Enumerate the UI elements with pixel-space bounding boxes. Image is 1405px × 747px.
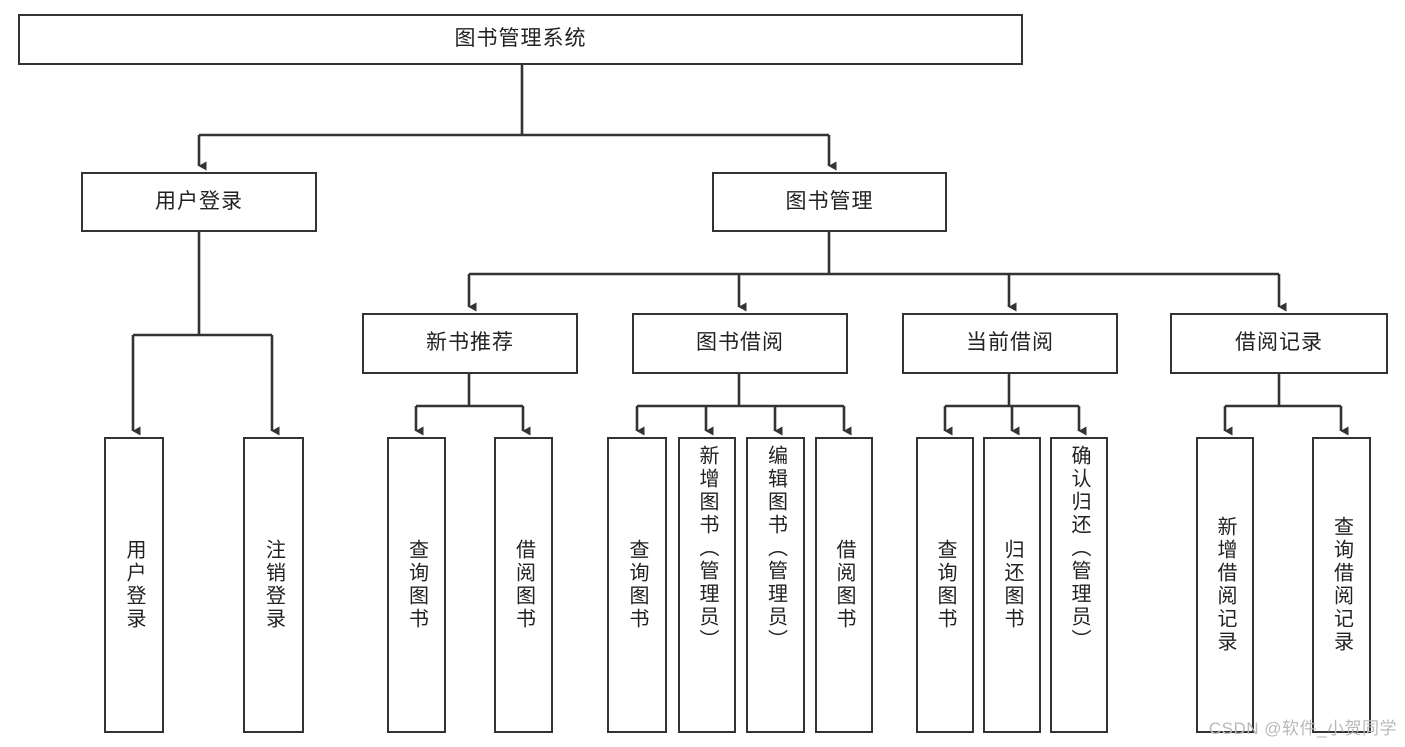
leaf-label: 编辑图书（管理员） — [764, 445, 787, 652]
leaf-user-login-signin[interactable]: 用户登录 — [104, 437, 164, 733]
node-book-management[interactable]: 图书管理 — [712, 172, 947, 232]
node-root-label: 图书管理系统 — [454, 27, 587, 51]
leaf-label: 新增图书（管理员） — [696, 445, 718, 652]
leaf-book-borrow-add[interactable]: 新增图书（管理员） — [678, 437, 736, 733]
leaf-new-book-borrow[interactable]: 借阅图书 — [494, 437, 553, 733]
node-user-login[interactable]: 用户登录 — [81, 172, 317, 232]
leaf-current-borrow-confirm-return[interactable]: 确认归还（管理员） — [1050, 437, 1108, 733]
leaf-label: 查询图书 — [934, 539, 956, 631]
leaf-label: 新增借阅记录 — [1214, 516, 1236, 654]
leaf-label: 借阅图书 — [512, 539, 535, 631]
node-current-borrow-label: 当前借阅 — [966, 331, 1054, 355]
leaf-label: 查询图书 — [405, 539, 428, 631]
leaf-label: 查询借阅记录 — [1330, 516, 1353, 654]
leaf-current-borrow-query[interactable]: 查询图书 — [916, 437, 974, 733]
node-borrow-record-label: 借阅记录 — [1235, 331, 1323, 355]
leaf-borrow-record-query[interactable]: 查询借阅记录 — [1312, 437, 1371, 733]
node-borrow-record[interactable]: 借阅记录 — [1170, 313, 1388, 374]
leaf-current-borrow-return[interactable]: 归还图书 — [983, 437, 1041, 733]
leaf-label: 查询图书 — [626, 539, 648, 631]
leaf-label: 确认归还（管理员） — [1068, 445, 1090, 652]
leaf-label: 用户登录 — [123, 539, 145, 631]
leaf-book-borrow-edit[interactable]: 编辑图书（管理员） — [746, 437, 805, 733]
leaf-book-borrow-lend[interactable]: 借阅图书 — [815, 437, 873, 733]
node-book-management-label: 图书管理 — [785, 189, 874, 213]
node-user-login-label: 用户登录 — [155, 189, 243, 213]
node-root-system[interactable]: 图书管理系统 — [18, 14, 1023, 65]
leaf-label: 归还图书 — [1001, 539, 1023, 631]
node-new-book-recommend[interactable]: 新书推荐 — [362, 313, 578, 374]
node-book-borrow-label: 图书借阅 — [696, 331, 784, 355]
leaf-label: 借阅图书 — [833, 539, 855, 631]
node-new-book-recommend-label: 新书推荐 — [426, 331, 514, 355]
leaf-borrow-record-add[interactable]: 新增借阅记录 — [1196, 437, 1254, 733]
leaf-label: 注销登录 — [262, 539, 285, 631]
leaf-user-login-signout[interactable]: 注销登录 — [243, 437, 304, 733]
leaf-book-borrow-query[interactable]: 查询图书 — [607, 437, 667, 733]
leaf-new-book-query[interactable]: 查询图书 — [387, 437, 446, 733]
node-book-borrow[interactable]: 图书借阅 — [632, 313, 848, 374]
node-current-borrow[interactable]: 当前借阅 — [902, 313, 1118, 374]
